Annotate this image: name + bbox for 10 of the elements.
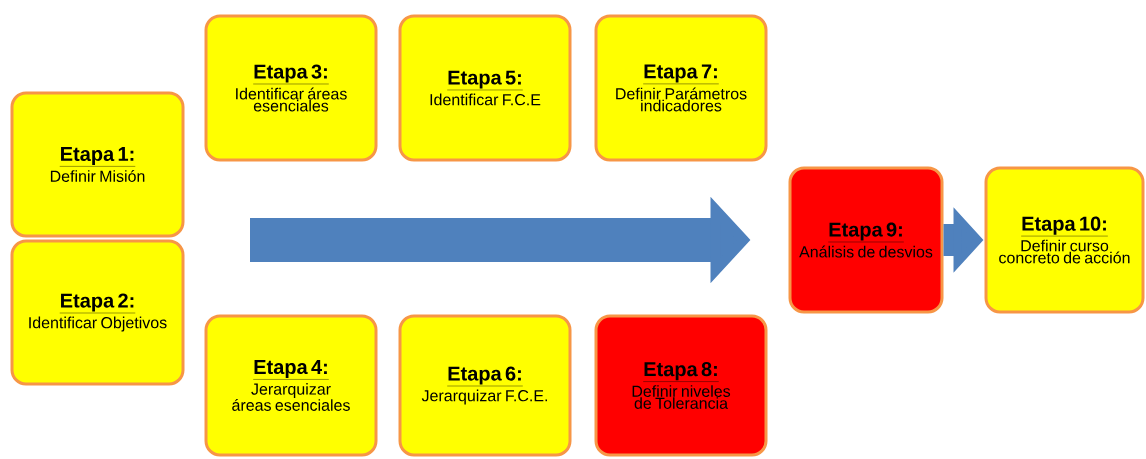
stage-box: Etapa 4: Jerarquizar áreas esenciales xyxy=(204,314,378,457)
stage-box: Etapa 9: Análisis de desvios xyxy=(788,166,944,314)
stage-box: Etapa 6: Jerarquizar F.C.E. xyxy=(398,314,572,457)
stage-box: Etapa 5: Identificar F.C.E xyxy=(398,14,572,162)
stage-box: Etapa 1: Definir Misión xyxy=(10,91,185,238)
stage-box: Etapa 10: Definir curso concreto de acción xyxy=(984,166,1145,314)
stage-box: Etapa 3: Identificar áreas esenciales xyxy=(204,14,378,162)
stage-box: Etapa 2: Identificar Objetivos xyxy=(10,239,185,386)
stage-box: Etapa 8: Definir niveles de Tolerancia xyxy=(594,314,768,457)
stage-box: Etapa 7: Definir Parámetros indicadores xyxy=(594,14,768,162)
